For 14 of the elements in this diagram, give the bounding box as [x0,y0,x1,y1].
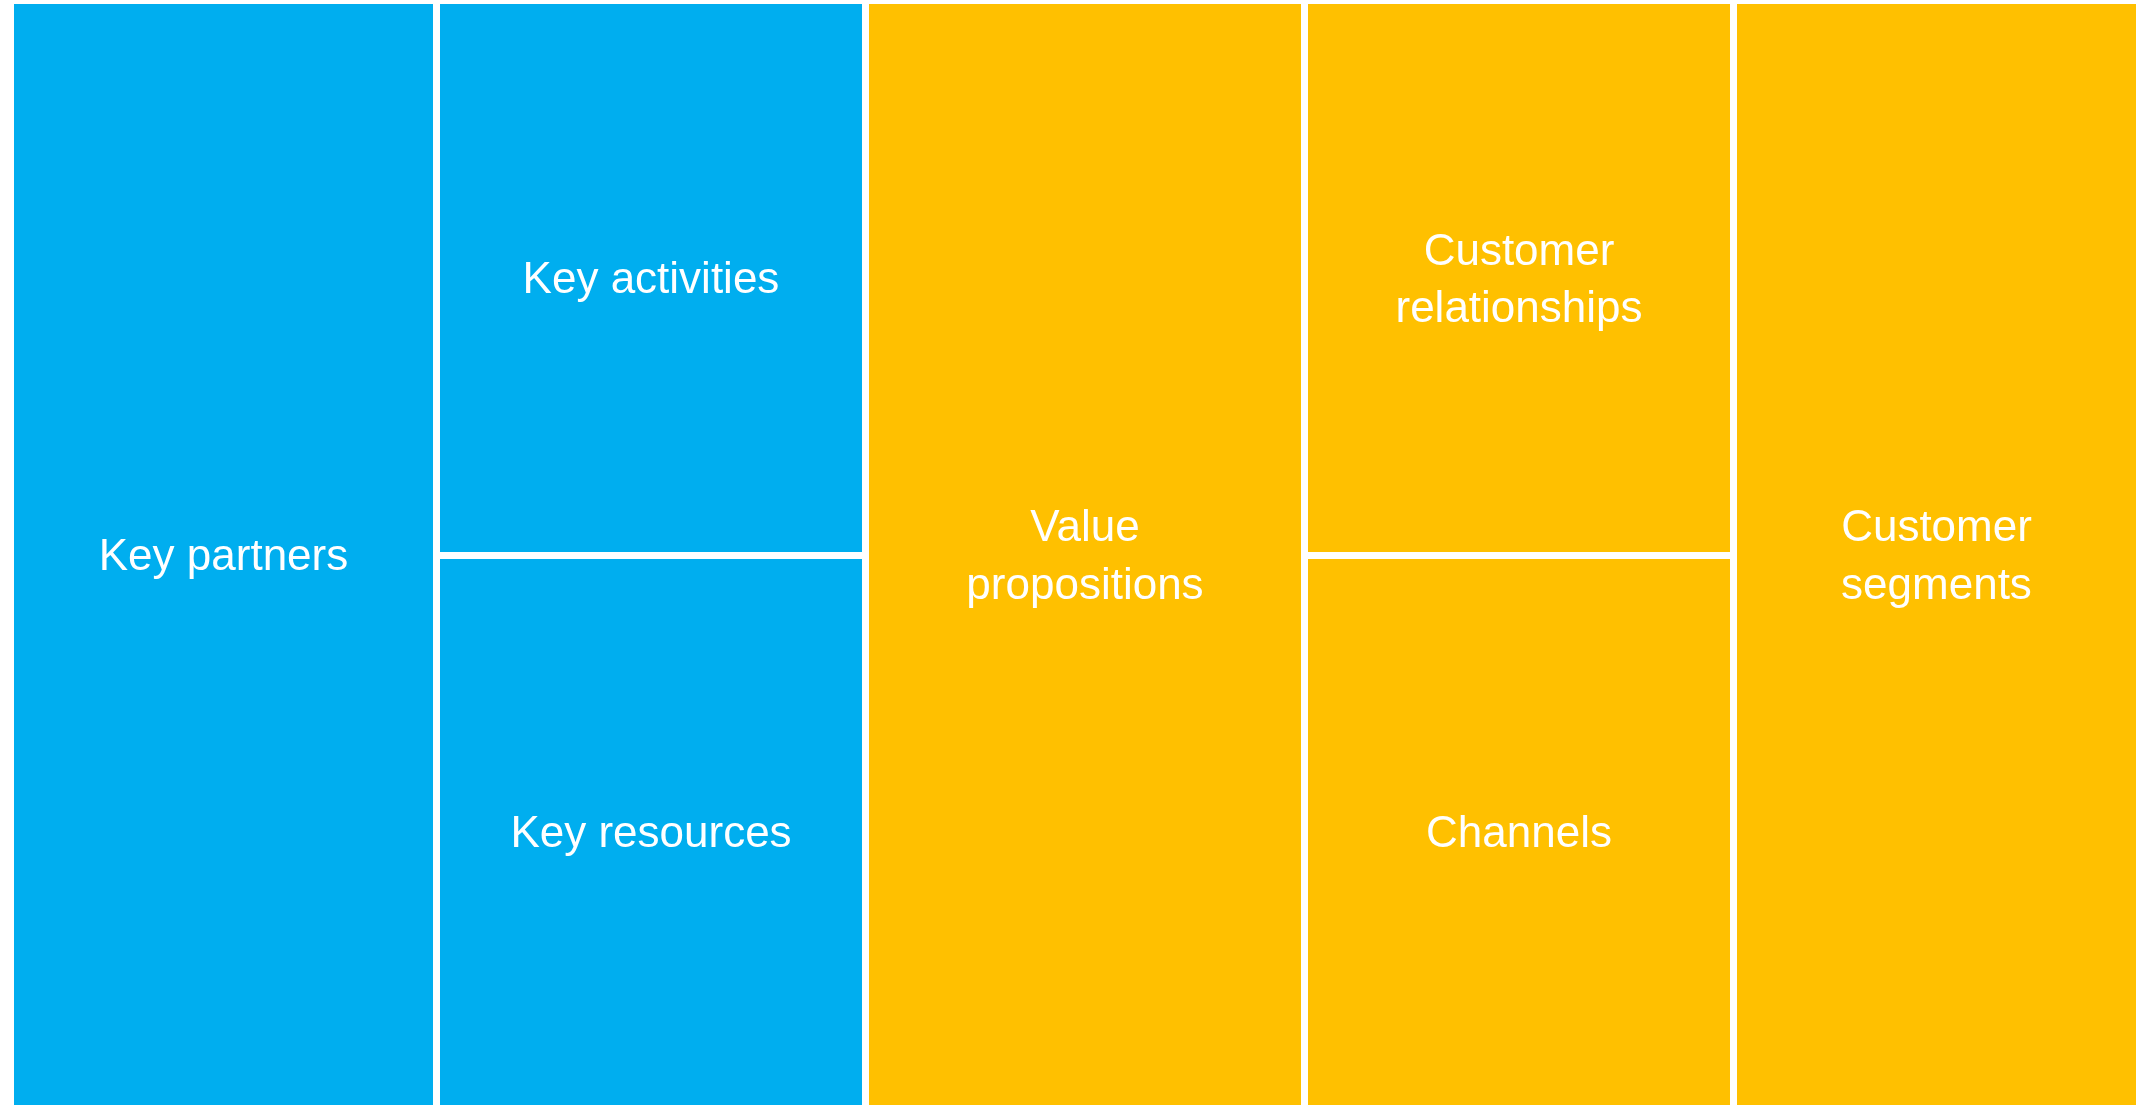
panel-label: Key resources [510,806,792,859]
canvas-panel [14,4,433,1105]
canvas-panel [1308,4,1730,552]
canvas-panel [440,559,862,1105]
canvas-panel [1308,559,1730,1105]
panel-label: Customer segments [1840,500,2033,610]
panel-label: Key activities [522,252,780,305]
panel-label: Channels [1426,806,1612,859]
panel-label: Key partners [98,528,349,581]
panel-label: Customer relationships [1394,223,1644,333]
canvas-panel [1737,4,2136,1105]
canvas-panel [440,4,862,552]
panel-label: Value propositions [965,500,1205,610]
canvas-panel [869,4,1301,1105]
